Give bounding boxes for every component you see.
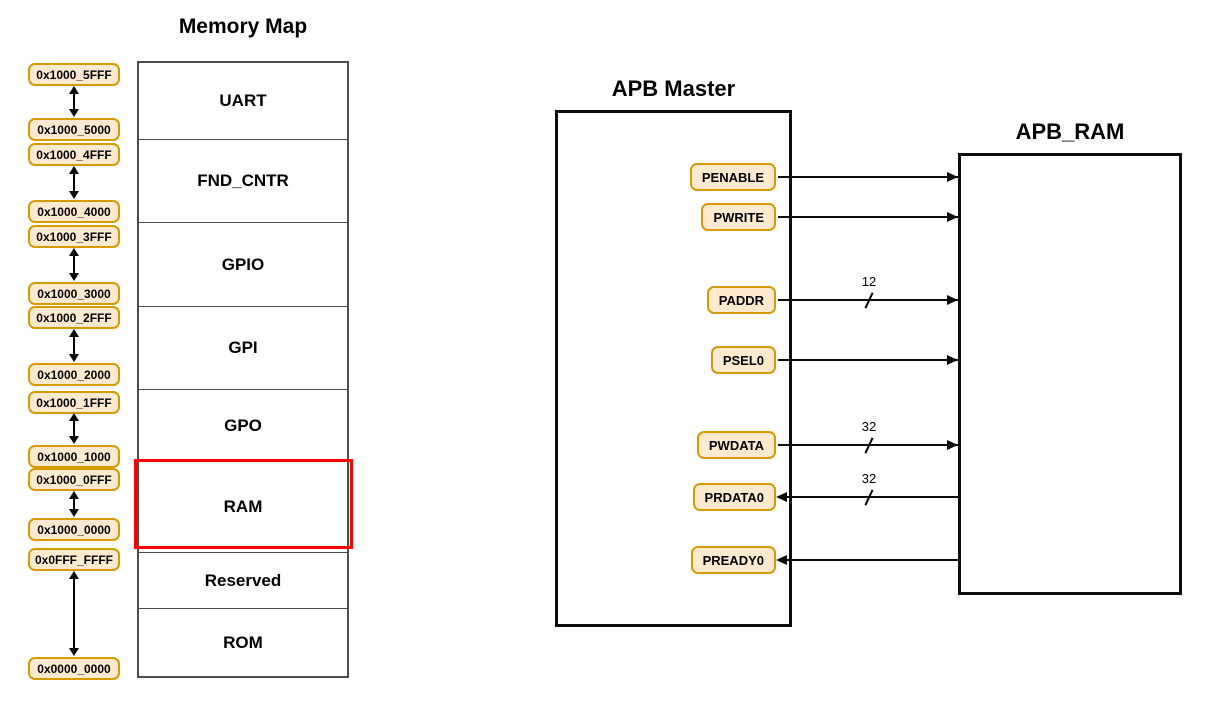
address-label: 0x1000_3FFF — [28, 225, 120, 248]
signal-label-pready0: PREADY0 — [690, 546, 776, 574]
up-down-arrow-icon — [67, 86, 81, 117]
address-label: 0x1000_2FFF — [28, 306, 120, 329]
address-label: 0x0FFF_FFFF — [28, 548, 120, 571]
apb-master-title: APB Master — [611, 76, 736, 101]
up-down-arrow-icon — [67, 413, 81, 444]
address-label: 0x1000_5000 — [28, 118, 120, 141]
memory-region-gpo: GPO — [139, 390, 347, 462]
memory-map-title: Memory Map — [178, 15, 308, 38]
address-label: 0x1000_5FFF — [28, 63, 120, 86]
address-label: 0x1000_0000 — [28, 518, 120, 541]
signal-label-prdata0: PRDATA0 — [692, 483, 776, 511]
region-label: Reserved — [204, 570, 282, 590]
address-label: 0x1000_4000 — [28, 200, 120, 223]
up-down-arrow-icon — [67, 491, 81, 517]
up-down-arrow-icon — [67, 329, 81, 362]
right-arrow-icon — [947, 355, 958, 365]
right-arrow-icon — [947, 295, 958, 305]
region-label: GPO — [224, 415, 262, 435]
address-label: 0x1000_1000 — [28, 445, 120, 468]
signal-label-penable: PENABLE — [689, 163, 776, 191]
memory-region-ram: RAM — [139, 462, 347, 553]
up-down-arrow-icon — [67, 571, 81, 656]
apb-ram-title: APB_RAM — [1015, 119, 1125, 144]
signal-label-pwdata: PWDATA — [696, 431, 776, 459]
address-label: 0x1000_4FFF — [28, 143, 120, 166]
memory-region-gpio: GPIO — [139, 223, 347, 307]
ram-highlight-box — [134, 459, 353, 549]
signal-label-pwrite: PWRITE — [701, 203, 776, 231]
right-arrow-icon — [947, 440, 958, 450]
memory-region-gpi: GPI — [139, 307, 347, 390]
address-label: 0x0000_0000 — [28, 657, 120, 680]
address-label: 0x1000_2000 — [28, 363, 120, 386]
region-label: UART — [219, 91, 267, 110]
region-label: FND_CNTR — [197, 171, 289, 190]
left-arrow-icon — [776, 555, 787, 565]
bus-width-label: 32 — [861, 471, 877, 486]
wire-pready0 — [782, 559, 958, 561]
address-label: 0x1000_3000 — [28, 282, 120, 305]
wire-psel0 — [778, 359, 958, 361]
memory-map-column: UART FND_CNTR GPIO GPI GPO RAM Reserved … — [137, 61, 349, 678]
address-label: 0x1000_0FFF — [28, 468, 120, 491]
wire-pwrite — [778, 216, 958, 218]
right-arrow-icon — [947, 212, 958, 222]
region-label: GPI — [228, 338, 258, 357]
memory-region-reserved: Reserved — [139, 553, 347, 609]
region-label: ROM — [223, 632, 263, 652]
bus-width-label: 32 — [861, 419, 877, 434]
region-label: GPIO — [221, 254, 265, 274]
memory-region-fnd-cntr: FND_CNTR — [139, 140, 347, 223]
up-down-arrow-icon — [67, 248, 81, 281]
apb-ram-box — [958, 153, 1182, 595]
wire-penable — [778, 176, 958, 178]
memory-region-uart: UART — [139, 63, 347, 140]
region-label: RAM — [223, 497, 263, 516]
memory-region-rom: ROM — [139, 609, 347, 676]
address-label: 0x1000_1FFF — [28, 391, 120, 414]
right-arrow-icon — [947, 172, 958, 182]
signal-label-paddr: PADDR — [706, 286, 776, 314]
signal-label-psel0: PSEL0 — [710, 346, 776, 374]
bus-width-label: 12 — [861, 274, 877, 289]
left-arrow-icon — [776, 492, 787, 502]
up-down-arrow-icon — [67, 166, 81, 199]
